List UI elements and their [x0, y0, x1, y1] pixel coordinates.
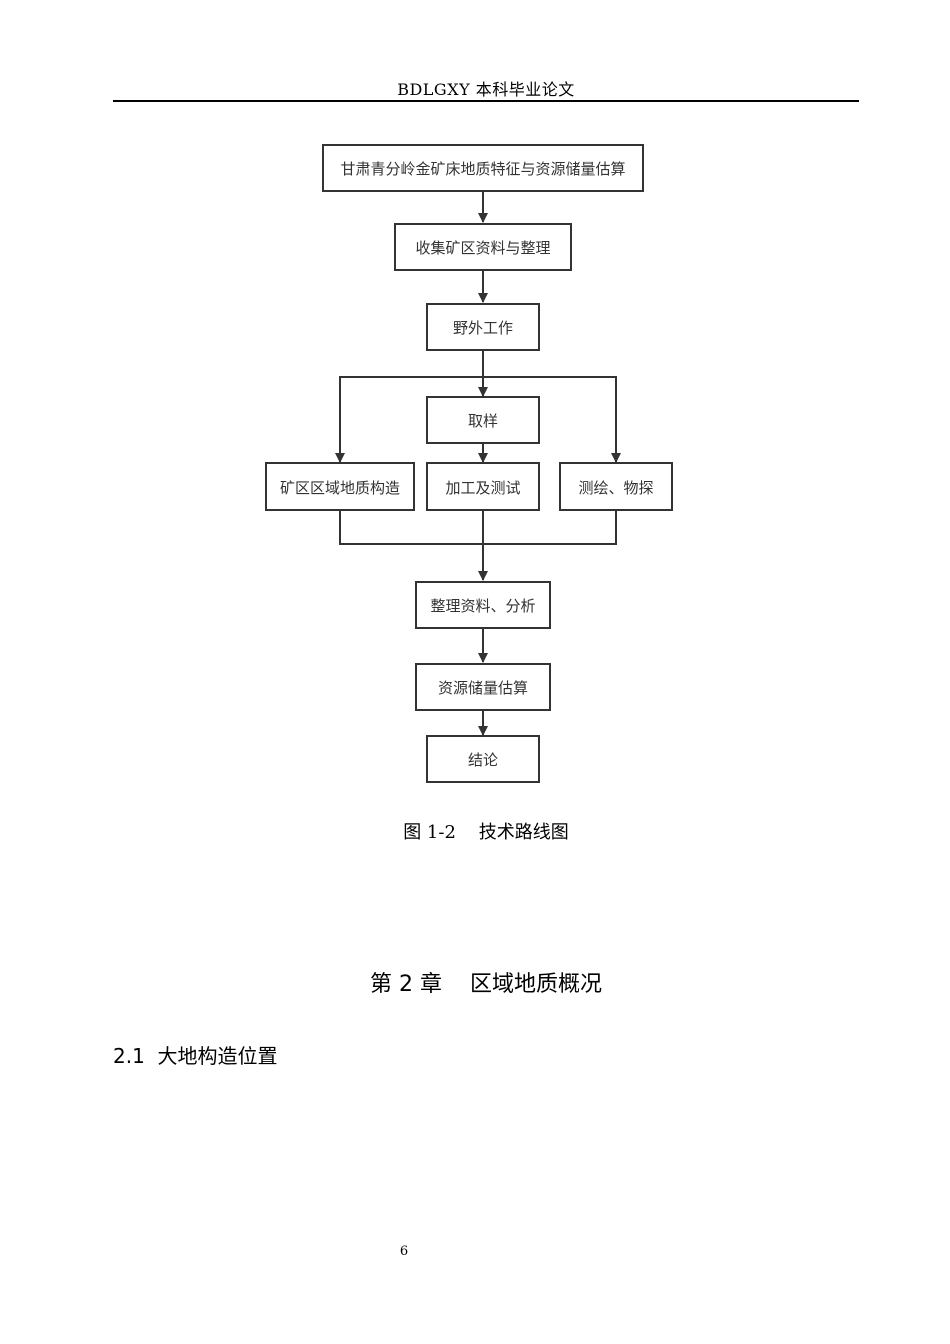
node-conclusion-box	[426, 735, 540, 783]
node-title-label: 甘肃青分岭金矿床地质特征与资源储量估算	[340, 160, 625, 178]
node-title-box	[322, 144, 644, 192]
chapter-heading: 第 2 章 区域地质概况	[370, 972, 602, 997]
node-field-label: 野外工作	[453, 319, 513, 337]
page-number: 6	[399, 1244, 409, 1259]
node-processing-box	[426, 462, 540, 511]
node-survey-label: 测绘、物探	[578, 479, 653, 497]
node-field-box	[426, 303, 540, 351]
branch-bar	[339, 376, 617, 462]
technical-route-flowchart: 甘肃青分岭金矿床地质特征与资源储量估算 收集矿区资料与整理 野外工作 取样 矿区…	[265, 144, 673, 783]
node-collect-box	[394, 223, 572, 271]
node-analysis-label: 整理资料、分析	[430, 597, 535, 615]
header-rule	[113, 100, 859, 102]
node-collect-label: 收集矿区资料与整理	[415, 239, 550, 257]
node-survey-box	[559, 462, 673, 511]
flow-connectors	[335, 191, 621, 736]
node-analysis-box	[415, 581, 551, 629]
section-heading: 2.1 大地构造位置	[113, 1044, 278, 1068]
node-regional-geology-box	[265, 462, 415, 511]
node-estimation-box	[415, 663, 551, 711]
node-sampling-label: 取样	[468, 412, 498, 430]
figure-caption: 图 1-2 技术路线图	[403, 822, 569, 843]
node-conclusion-label: 结论	[468, 751, 498, 769]
node-processing-label: 加工及测试	[445, 479, 520, 497]
merge-bar	[339, 510, 617, 545]
node-regional-geology-label: 矿区区域地质构造	[280, 479, 400, 497]
node-sampling-box	[426, 396, 540, 444]
node-estimation-label: 资源储量估算	[438, 679, 528, 697]
running-header: BDLGXY 本科毕业论文	[397, 80, 575, 99]
